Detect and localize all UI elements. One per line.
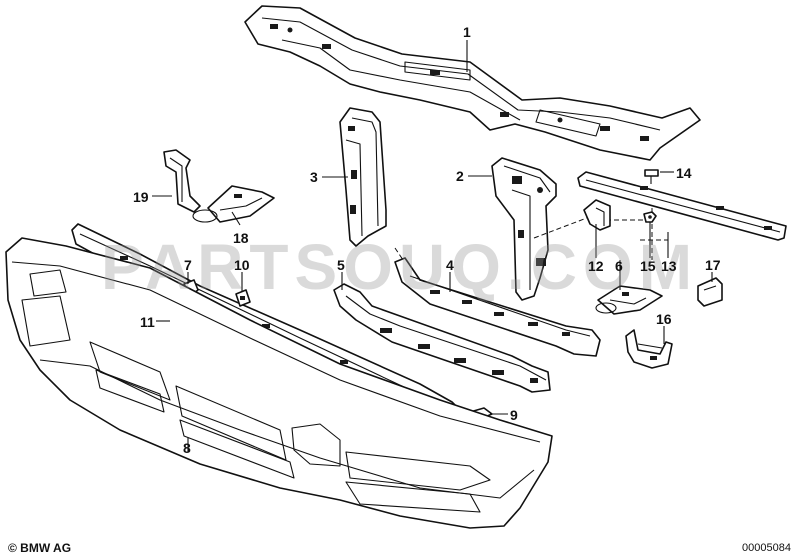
- callout-10[interactable]: 10: [234, 257, 250, 273]
- part-8-bumper-cover[interactable]: [5, 237, 553, 529]
- part-2-right-support[interactable]: [491, 157, 557, 301]
- callout-7[interactable]: 7: [184, 257, 192, 273]
- part-12-clip[interactable]: [583, 199, 611, 231]
- part-19-bracket[interactable]: [163, 149, 201, 213]
- callout-16[interactable]: 16: [656, 311, 672, 327]
- part-15-fastener[interactable]: [643, 211, 657, 223]
- leader-lines: [152, 40, 713, 452]
- part-4-lower-carrier[interactable]: [394, 257, 601, 357]
- part-16-l-bracket[interactable]: [625, 329, 673, 369]
- part-14-screw[interactable]: [644, 169, 659, 184]
- callout-17[interactable]: 17: [705, 257, 721, 273]
- callout-11[interactable]: 11: [140, 314, 155, 330]
- callout-13[interactable]: 13: [661, 258, 677, 274]
- callout-9[interactable]: 9: [510, 407, 518, 423]
- callout-8[interactable]: 8: [183, 440, 191, 456]
- copyright-label: © BMW AG: [8, 541, 72, 555]
- callout-5[interactable]: 5: [337, 257, 345, 273]
- callout-15[interactable]: 15: [640, 258, 656, 274]
- part-17-bracket[interactable]: [697, 277, 723, 307]
- callout-19[interactable]: 19: [133, 189, 149, 205]
- part-10-clip[interactable]: [235, 289, 251, 307]
- callout-18[interactable]: 18: [233, 230, 249, 246]
- part-13-bracket-strip[interactable]: [577, 171, 787, 241]
- callout-3[interactable]: 3: [310, 169, 318, 185]
- part-3-left-support[interactable]: [339, 107, 387, 247]
- part-5-bumper-carrier[interactable]: [333, 283, 551, 393]
- drawing-number: 00005084: [742, 542, 791, 554]
- part-1-front-carrier[interactable]: [244, 5, 701, 161]
- callout-6[interactable]: 6: [615, 258, 623, 274]
- callout-1[interactable]: 1: [463, 24, 471, 40]
- callout-14[interactable]: 14: [676, 165, 692, 181]
- callout-2[interactable]: 2: [456, 168, 464, 184]
- callout-12[interactable]: 12: [588, 258, 604, 274]
- part-6-loop-bracket[interactable]: [595, 285, 663, 315]
- part-18-loop-bracket[interactable]: [192, 185, 275, 223]
- callout-4[interactable]: 4: [446, 257, 454, 273]
